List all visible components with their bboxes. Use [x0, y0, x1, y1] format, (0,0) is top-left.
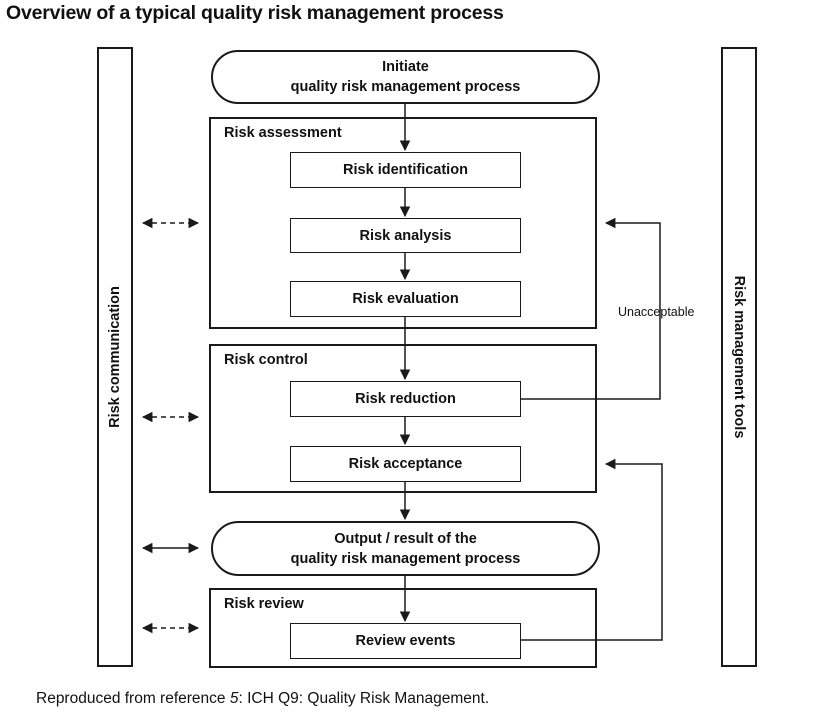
risk-identification-box: Risk identification [290, 152, 521, 188]
footnote-suffix: : ICH Q9: Quality Risk Management. [238, 690, 490, 707]
unacceptable-label: Unacceptable [618, 305, 695, 319]
risk-reduction-box: Risk reduction [290, 381, 521, 417]
output-line1: Output / result of the [334, 530, 477, 547]
risk-control-group: Risk control [209, 344, 597, 493]
source-footnote: Reproduced from reference 5: ICH Q9: Qua… [36, 690, 489, 708]
output-result-terminal: Output / result of the quality risk mana… [211, 521, 600, 576]
risk-analysis-box: Risk analysis [290, 218, 521, 253]
risk-evaluation-box: Risk evaluation [290, 281, 521, 317]
risk-assessment-group: Risk assessment [209, 117, 597, 329]
risk-review-group: Risk review [209, 588, 597, 668]
feedback-arrow-review-to-control [521, 458, 663, 641]
review-events-box: Review events [290, 623, 521, 659]
output-line2: quality risk management process [290, 550, 521, 567]
diagram-title: Overview of a typical quality risk manag… [6, 2, 504, 24]
feedback-arrow-unacceptable [521, 217, 661, 400]
risk-communication-bar [97, 47, 133, 667]
initiate-process-terminal: Initiate quality risk management process [211, 50, 600, 104]
risk-management-tools-bar [721, 47, 757, 667]
risk-assessment-label: Risk assessment [224, 125, 342, 141]
footnote-reference-number: 5 [229, 690, 239, 707]
risk-acceptance-box: Risk acceptance [290, 446, 521, 482]
initiate-line1: Initiate [382, 59, 429, 75]
footnote-prefix: Reproduced from reference [36, 690, 230, 707]
initiate-line2: quality risk management process [290, 79, 521, 95]
risk-control-label: Risk control [224, 352, 308, 368]
risk-review-label: Risk review [224, 596, 304, 612]
